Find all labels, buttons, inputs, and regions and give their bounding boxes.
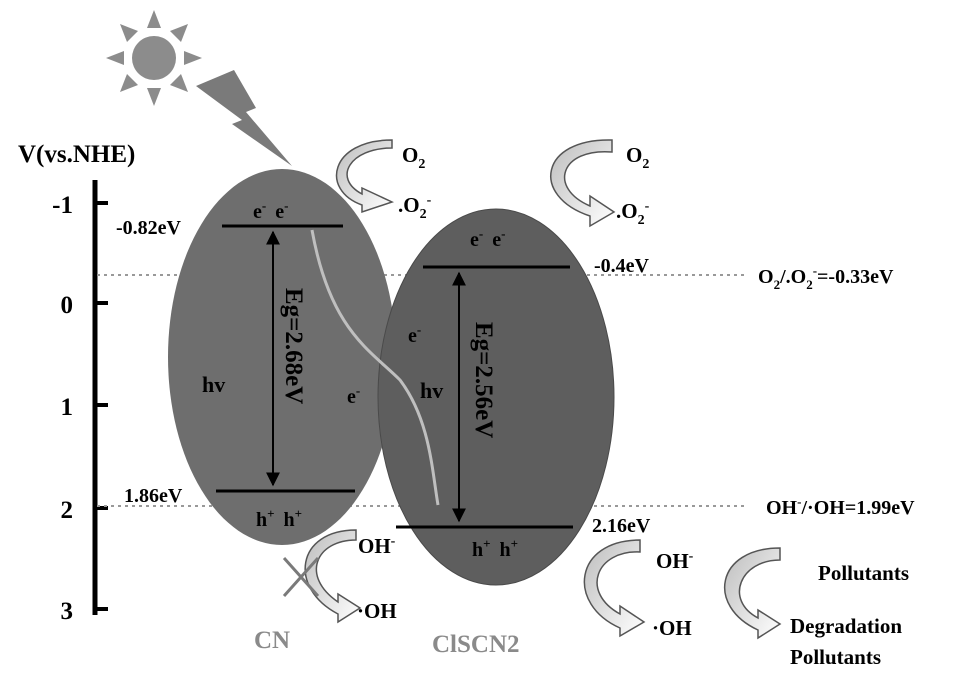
clscn2-side-electron: e- <box>408 322 421 347</box>
tick-label: 1 <box>61 394 74 421</box>
cn-ellipse <box>168 169 396 545</box>
clscn2-vb-holes: h+h+ <box>472 536 518 561</box>
o2-radical-left: .O2- <box>398 193 432 222</box>
cn-excitation: hv <box>202 372 225 397</box>
oh-reactant: OH- <box>656 549 694 573</box>
degradation-label-line1: Degradation <box>790 614 902 638</box>
clscn2-cb-electrons: e-e- <box>470 226 505 251</box>
curved-arrow-icon <box>723 547 782 640</box>
lightning-icon <box>196 70 292 166</box>
clscn2-band-gap: Eg=2.56eV <box>470 322 497 438</box>
electron-transfer-path <box>310 229 440 506</box>
curved-arrow-icon <box>335 139 395 214</box>
clscn2-excitation: hv <box>420 378 443 403</box>
tick-label: 3 <box>61 598 74 625</box>
blocked-cross-icon <box>282 556 320 598</box>
pollutants-label: Pollutants <box>818 561 909 585</box>
tick-label: 0 <box>61 292 74 319</box>
cn-material-label: CN <box>254 627 290 654</box>
curved-arrow-icon <box>550 139 616 228</box>
axis-title: V(vs.NHE) <box>18 141 135 168</box>
clscn2-material-label: ClSCN2 <box>432 631 520 658</box>
oh-product: ·OH <box>652 616 692 640</box>
clscn2-vb-energy: 2.16eV <box>592 515 651 537</box>
cn-oh-reactant: OH- <box>358 534 396 558</box>
o2-radical-right: .O2- <box>616 199 650 228</box>
o2-label-right: O2 <box>626 143 649 172</box>
axis-ticks <box>95 201 108 611</box>
degradation-label-line2: Pollutants <box>790 645 881 669</box>
cn-vb-holes: h+h+ <box>256 506 302 531</box>
cn-transfer-electron: e- <box>347 383 360 408</box>
cn-oh-product: ·OH <box>357 599 397 623</box>
curved-arrow-icon <box>304 529 362 624</box>
curved-arrow-icon <box>583 539 646 638</box>
tick-label: -1 <box>52 192 73 219</box>
clscn2-cb-energy: -0.4eV <box>594 255 650 277</box>
tick-label: 2 <box>61 497 74 524</box>
o2-potential-label: O2/.O2-=-0.33eV <box>758 263 894 292</box>
cn-cb-energy: -0.82eV <box>116 217 182 239</box>
cn-band-gap: Eg=2.68eV <box>280 288 307 404</box>
oh-potential-label: OH-/·OH=1.99eV <box>766 494 915 519</box>
o2-label-left: O2 <box>402 143 425 172</box>
sun-icon <box>106 10 202 106</box>
cn-cb-electrons: e-e- <box>253 198 288 223</box>
cn-vb-energy: 1.86eV <box>124 485 183 507</box>
